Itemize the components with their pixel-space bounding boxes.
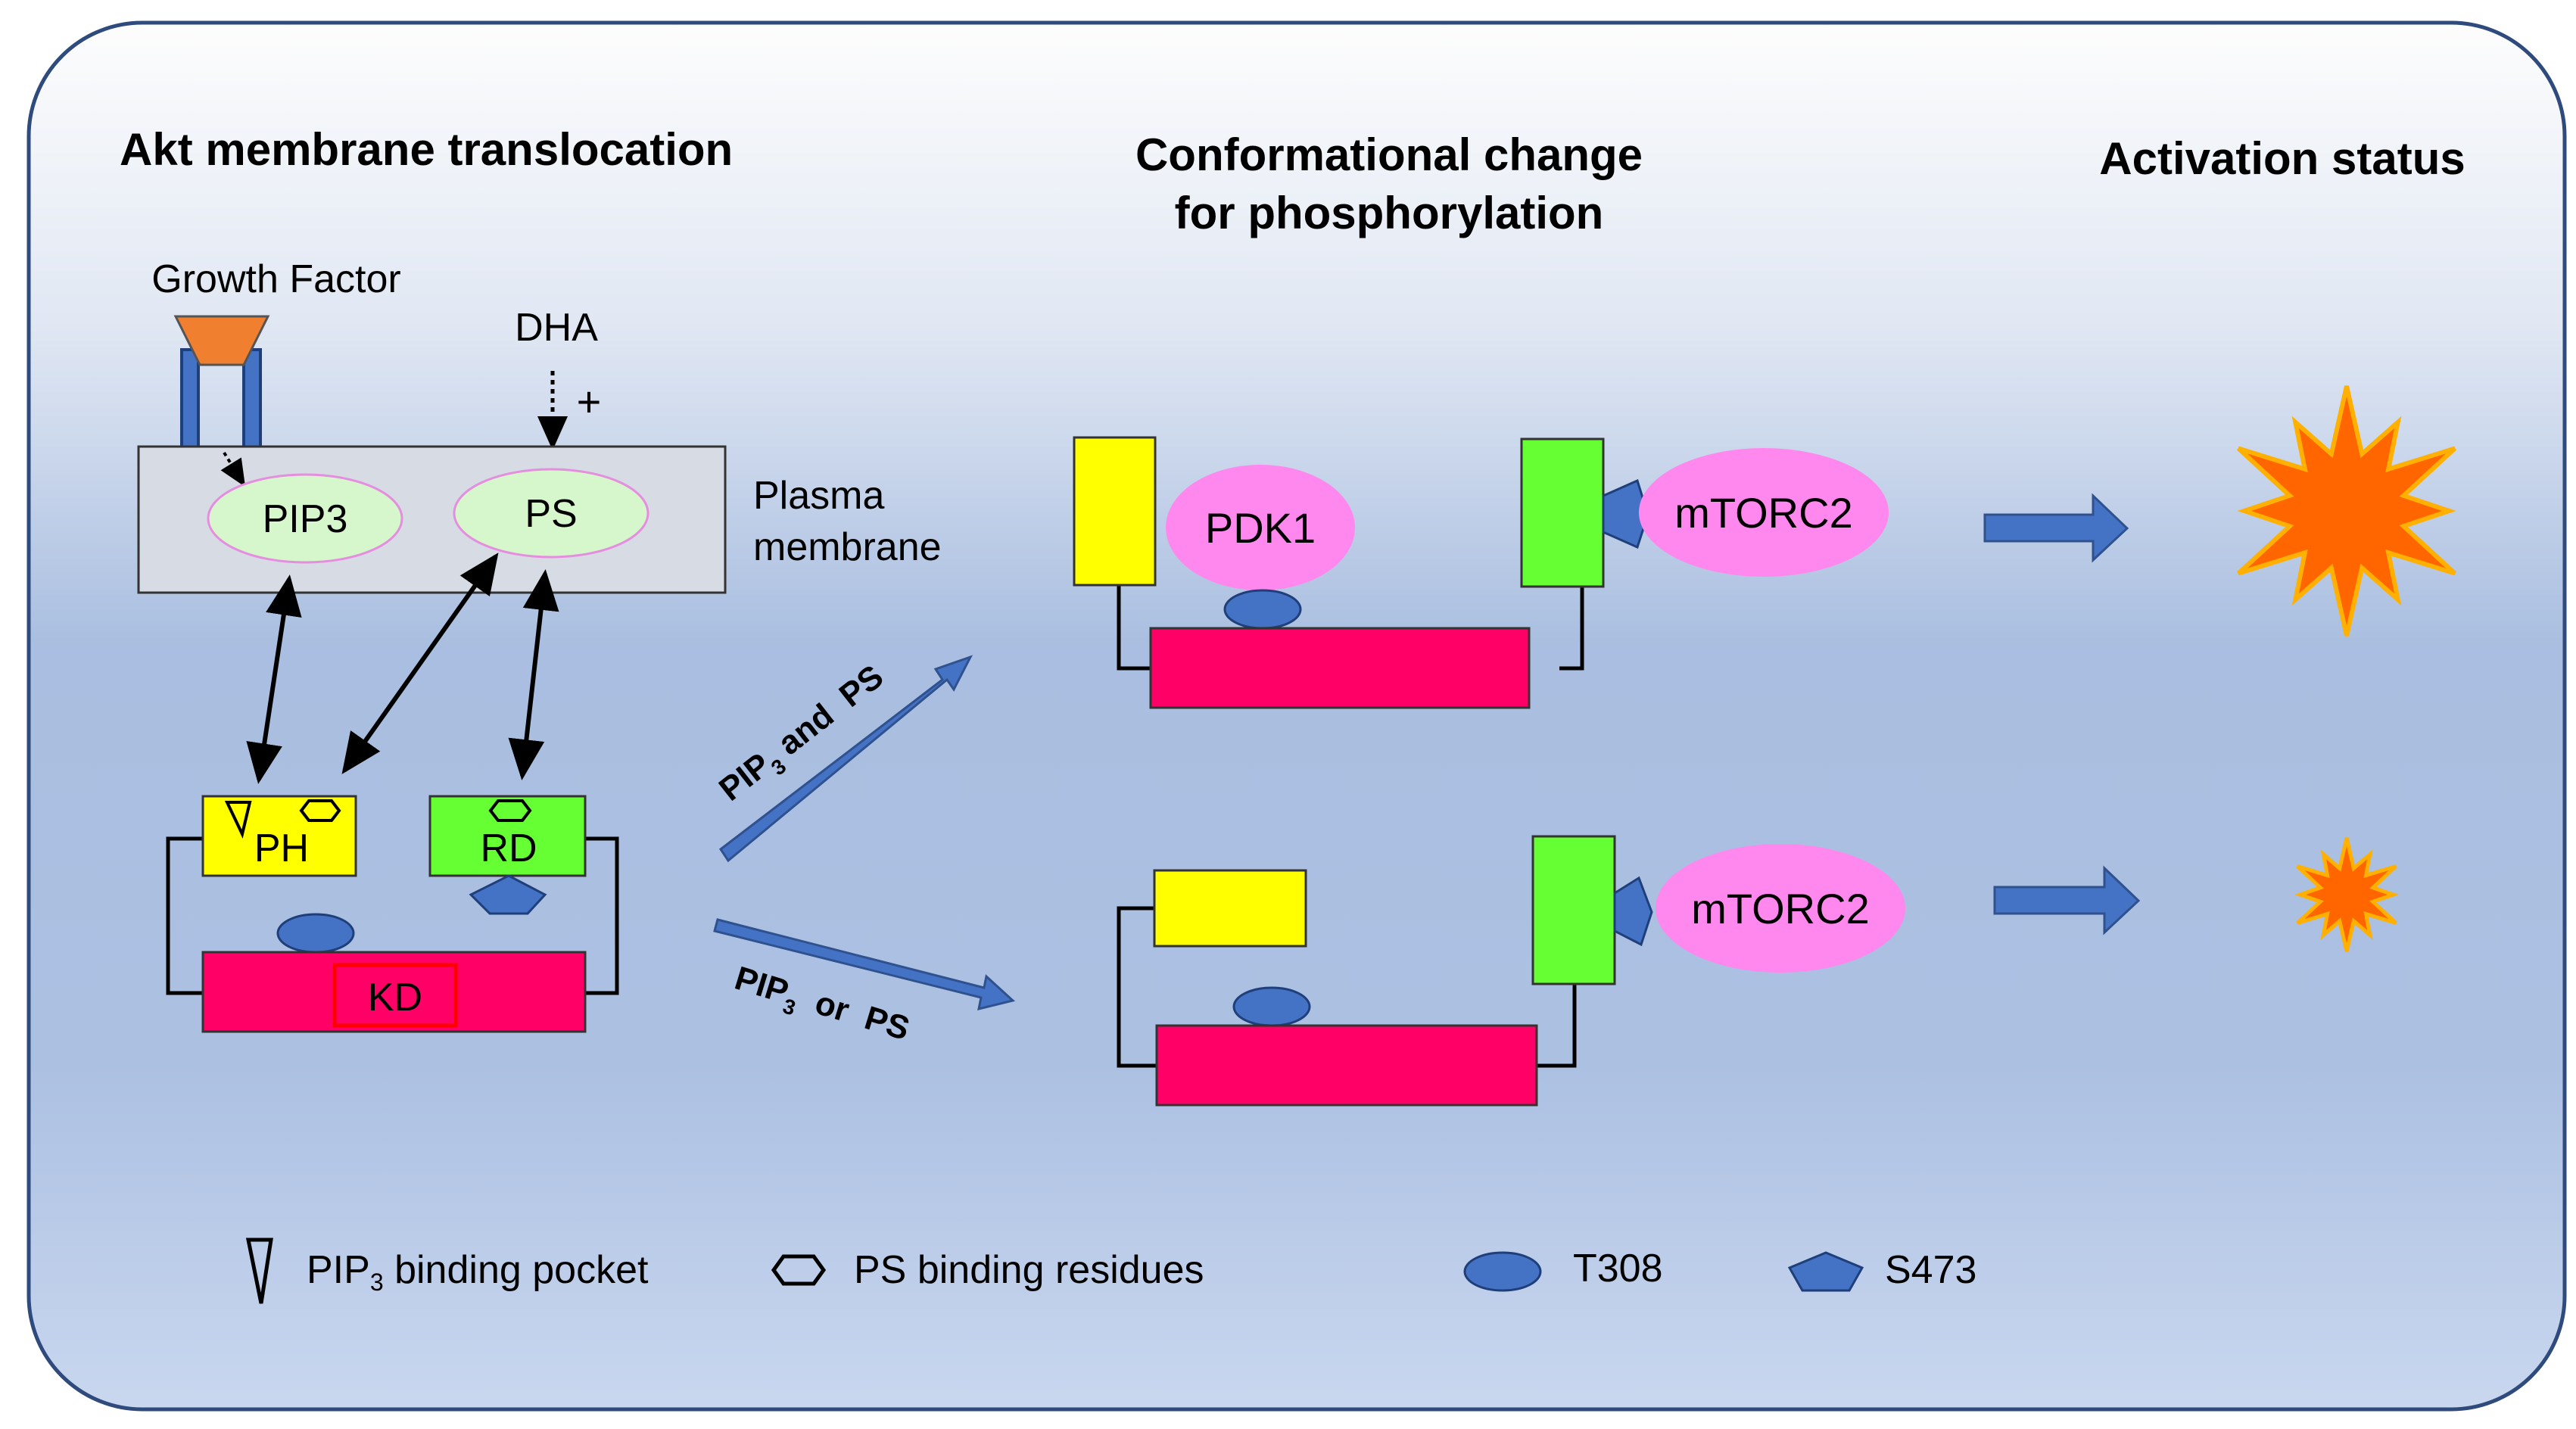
mtorc2-upper-label: mTORC2 [1674,489,1852,537]
dha-plus-sign: + [577,378,602,425]
ps-rd-binding-arrow [508,569,559,780]
receptor-to-pip3-dotted-arrow [220,451,246,487]
mtorc2-upper [1639,448,1889,577]
legend-ps-residues-text: PS binding residues [854,1248,1204,1292]
t308-site-icon [276,913,355,954]
legend-pip3-pocket-text: PIP3 binding pocket [307,1248,649,1296]
weak-activation-star [2294,837,2400,952]
legend: PIP3 binding pocket PS binding residues … [245,1238,1976,1304]
ph-domain-upper [1073,436,1157,587]
mtorc2-lower [1656,844,1905,973]
kinase-domain-upper [1149,627,1531,709]
legend-pip3-pocket-icon [245,1238,273,1304]
legend-pocket-pre: PIP [307,1248,370,1292]
ps-label: PS [525,492,577,536]
pip3-binding-pocket-icon [224,801,252,839]
legend-ps-residues-icon [771,1254,827,1286]
s473-site-icon [469,874,547,915]
strong-activation-star [2237,385,2456,637]
rd-domain [428,795,587,877]
legend-pocket-post: binding pocket [384,1248,649,1292]
ps-binding-residues-icon [488,799,532,822]
akt-partial-activation: mTORC2 [1117,835,1905,1107]
growth-factor-ligand [173,315,270,366]
ps-ph-binding-arrow [341,553,499,774]
pip3-ph-binding-arrow [246,574,302,784]
activation-arrow-upper [1983,493,2129,563]
s473-site-lower [1613,876,1653,947]
rd-domain-upper [1520,437,1605,588]
t308-site-upper [1223,589,1302,630]
growth-factor-receptor [173,315,270,450]
akt-inactive: PH RD KD [166,795,619,1033]
t308-site-lower [1232,986,1311,1027]
pdk1-label: PDK1 [1205,504,1316,552]
legend-t308-text: T308 [1573,1247,1663,1290]
plasma-membrane-label-line2: membrane [753,525,942,569]
pip3-and-ps-arrow [718,655,973,863]
pip3-lipid [207,473,403,564]
pdk1-kinase [1166,465,1355,590]
legend-t308-icon [1463,1251,1542,1292]
kd-label: KD [368,976,422,1020]
mtorc2-lower-label: mTORC2 [1691,885,1869,932]
ph-domain-lower [1153,869,1307,948]
plasma-membrane-label-line1: Plasma [753,474,884,518]
ph-domain-label: PH [254,827,309,870]
pip3-label: PIP3 [263,497,348,541]
ph-domain [201,795,357,877]
dha-label: DHA [515,306,598,350]
rd-domain-lower [1531,835,1616,985]
heading-translocation: Akt membrane translocation [120,124,733,175]
heading-conformational-line2: for phosphorylation [1175,188,1604,238]
kinase-domain-lower [1155,1024,1538,1107]
akt-full-activation: PDK1 mTORC2 [1073,436,1889,709]
legend-pocket-sub: 3 [370,1269,384,1296]
pip3-or-ps-arrow [713,918,1016,1011]
legend-s473-text: S473 [1885,1248,1976,1292]
growth-factor-label: Growth Factor [151,257,400,301]
s473-site-upper [1602,478,1649,549]
ps-binding-residues-icon [299,799,341,822]
heading-activation: Activation status [2099,133,2465,184]
heading-conformational-line1: Conformational change [1135,129,1643,180]
legend-s473-icon [1787,1251,1864,1292]
activation-arrow-lower [1993,865,2141,936]
ps-lipid [453,468,649,559]
diagram-frame [26,20,2567,1412]
kd-box [332,963,458,1028]
rd-domain-label: RD [480,827,537,870]
